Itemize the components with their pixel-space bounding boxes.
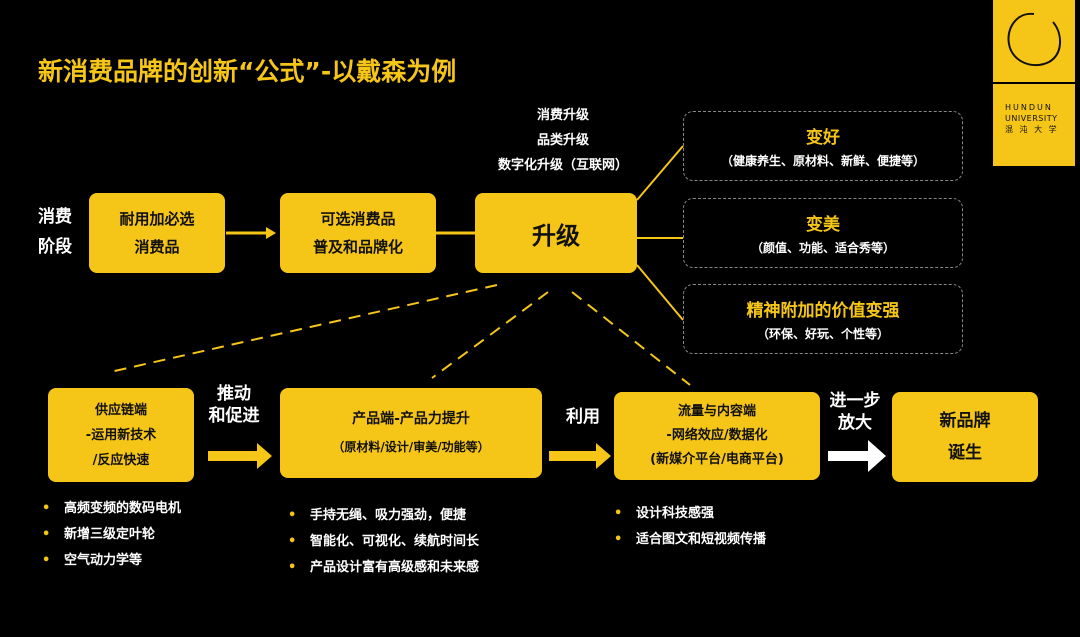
supply-chain-line2: -运用新技术 [85, 427, 157, 443]
list-item: 高频变频的数码电机 [42, 496, 181, 522]
supply-bullets: 高频变频的数码电机 新增三级定叶轮 空气动力学等 [42, 496, 181, 574]
new-brand-line1: 新品牌 [939, 411, 991, 431]
upgrade-box-label: 升级 [532, 221, 580, 250]
upgrade-notes: 消费升级 品类升级 数字化升级（互联网） [468, 103, 658, 178]
stage-box-durable-line1: 耐用加必选 [119, 210, 195, 228]
outcome-spiritual-detail: （环保、好玩、个性等） [756, 327, 889, 341]
dash-line-supply [109, 284, 498, 373]
stage-box-optional-line2: 普及和品牌化 [312, 238, 403, 256]
hundun-logo: HUNDUN UNIVERSITY 混 沌 大 学 [993, 0, 1075, 166]
stage-box-optional: 可选消费品 普及和品牌化 [280, 193, 436, 273]
stage-label-line2: 阶段 [38, 237, 72, 257]
supply-chain-line3: /反应快速 [92, 452, 150, 468]
product-line1: 产品端-产品力提升 [352, 411, 470, 427]
dash-line-product [431, 291, 549, 379]
arrow-head-1 [257, 443, 272, 469]
logo-line1: HUNDUN [1005, 103, 1053, 112]
outcome-better-heading: 变好 [806, 128, 840, 148]
list-item: 适合图文和短视频传播 [614, 527, 766, 553]
connector-label-amplify: 进一步 放大 [822, 390, 888, 434]
outcome-beautiful-heading: 变美 [806, 215, 840, 235]
stage-box-optional-line1: 可选消费品 [320, 210, 396, 228]
circle-logo-icon [993, 0, 1075, 82]
outcome-beautiful: 变美 （颜值、功能、适合秀等） [683, 198, 963, 268]
stage-label-line1: 消费 [38, 207, 72, 227]
connector-label-promote: 推动 和促进 [202, 383, 266, 427]
logo-line3: 混 沌 大 学 [1005, 125, 1059, 134]
arrow-shaft-3 [828, 451, 872, 461]
arrow-shaft-2 [549, 451, 599, 461]
connector-label-use: 利用 [552, 406, 614, 428]
connector-amplify-line1: 进一步 [829, 391, 881, 411]
traffic-line2: -网络效应/数据化 [666, 428, 768, 443]
arrow-head-stage [266, 227, 276, 239]
upgrade-note-1: 消费升级 [536, 108, 589, 123]
stage-label: 消费 阶段 [38, 202, 72, 262]
connector-promote-line1: 推动 [217, 384, 251, 404]
list-item: 产品设计富有高级感和未来感 [288, 555, 479, 581]
logo-line2: UNIVERSITY [1005, 114, 1058, 123]
product-line2: （原材料/设计/审美/功能等） [332, 440, 490, 454]
list-item: 新增三级定叶轮 [42, 522, 181, 548]
branch-line-3 [636, 264, 684, 321]
upgrade-note-3: 数字化升级（互联网） [497, 158, 628, 173]
list-item: 设计科技感强 [614, 501, 766, 527]
supply-chain-line1: 供应链端 [94, 402, 147, 418]
page-title: 新消费品牌的创新“公式”-以戴森为例 [38, 57, 457, 86]
traffic-bullets: 设计科技感强 适合图文和短视频传播 [614, 501, 766, 553]
outcome-spiritual: 精神附加的价值变强 （环保、好玩、个性等） [683, 284, 963, 354]
list-item: 智能化、可视化、续航时间长 [288, 529, 479, 555]
new-brand-box: 新品牌 诞生 [892, 392, 1038, 482]
branch-line-1 [636, 145, 684, 201]
arrow-head-2 [596, 443, 611, 469]
supply-chain-box: 供应链端 -运用新技术 /反应快速 [48, 388, 194, 482]
outcome-better: 变好 （健康养生、原材料、新鲜、便捷等） [683, 111, 963, 181]
dash-line-traffic [571, 291, 691, 386]
new-brand-line2: 诞生 [948, 443, 982, 463]
product-bullets: 手持无绳、吸力强劲，便捷 智能化、可视化、续航时间长 产品设计富有高级感和未来感 [288, 503, 479, 581]
product-box: 产品端-产品力提升 （原材料/设计/审美/功能等） [280, 388, 542, 478]
outcome-beautiful-detail: （颜值、功能、适合秀等） [750, 241, 895, 255]
outcome-better-detail: （健康养生、原材料、新鲜、便捷等） [720, 154, 925, 168]
arrow-head-3 [868, 440, 886, 472]
connector-promote-line2: 和促进 [208, 406, 260, 426]
stage-box-durable-line2: 消费品 [134, 238, 180, 256]
connector-amplify-line2: 放大 [838, 413, 872, 433]
arrow-shaft-1 [208, 451, 260, 461]
traffic-line3: (新媒介平台/电商平台) [650, 452, 784, 467]
upgrade-note-2: 品类升级 [536, 133, 589, 148]
university-wordmark: HUNDUN UNIVERSITY 混 沌 大 学 [993, 84, 1075, 166]
upgrade-box: 升级 [475, 193, 637, 273]
outcome-spiritual-heading: 精神附加的价值变强 [746, 301, 900, 321]
connector-use-line1: 利用 [566, 407, 600, 427]
traffic-content-box: 流量与内容端 -网络效应/数据化 (新媒介平台/电商平台) [614, 392, 820, 480]
stage-box-durable: 耐用加必选 消费品 [89, 193, 225, 273]
list-item: 手持无绳、吸力强劲，便捷 [288, 503, 479, 529]
list-item: 空气动力学等 [42, 548, 181, 574]
traffic-line1: 流量与内容端 [677, 404, 756, 419]
